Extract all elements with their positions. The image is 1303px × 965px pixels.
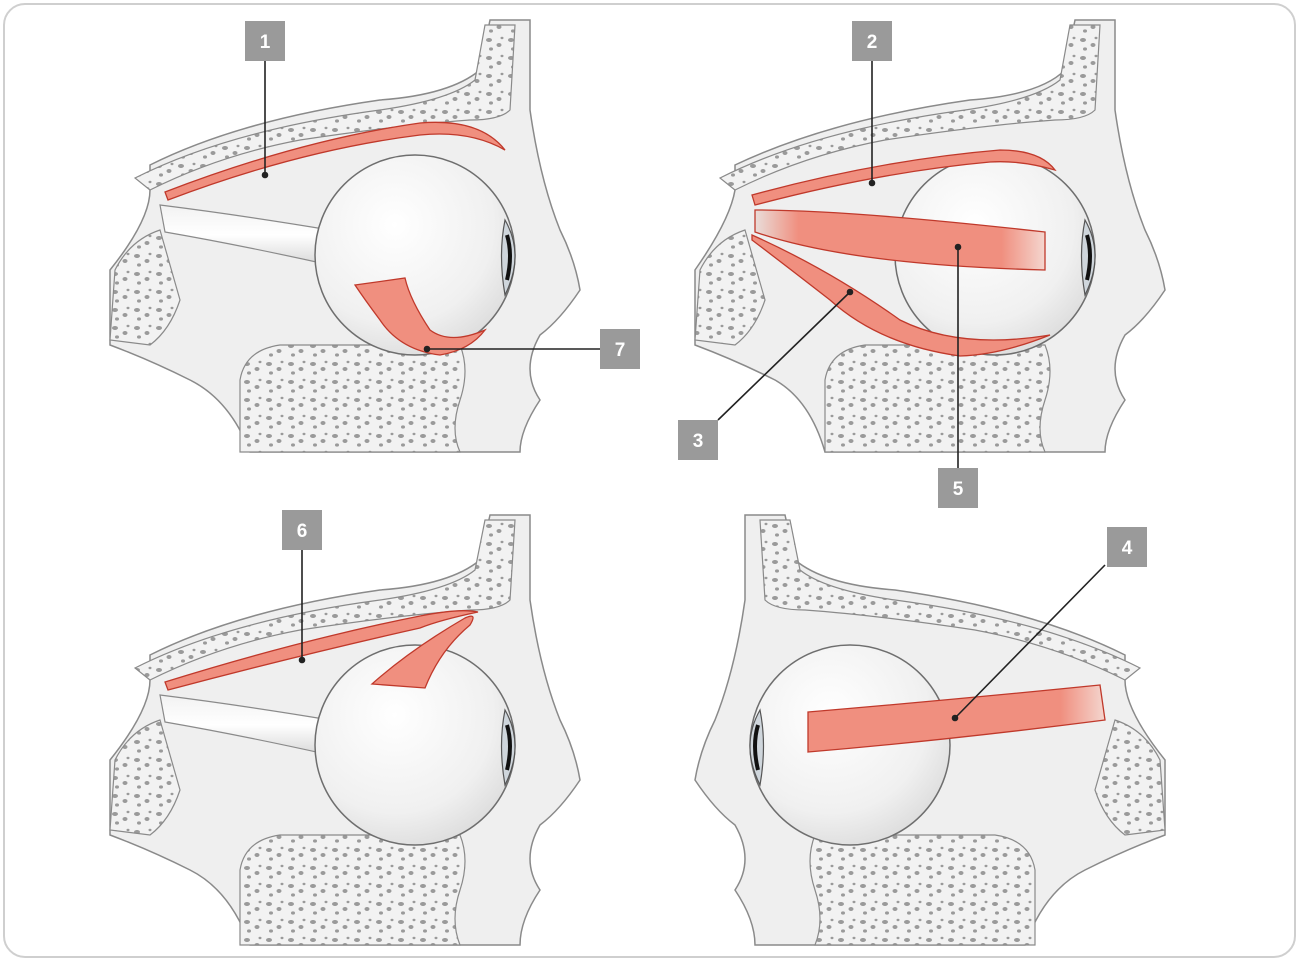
callout-6: 6 <box>282 510 322 550</box>
callout-2-label: 2 <box>867 32 878 53</box>
maxilla-bone <box>810 835 1035 945</box>
panel-top-left <box>110 20 580 452</box>
callout-5: 5 <box>938 468 978 508</box>
callout-7-label: 7 <box>615 340 626 361</box>
panel-bottom-right <box>695 515 1165 945</box>
callout-1-label: 1 <box>260 32 271 53</box>
callout-4: 4 <box>1107 527 1147 567</box>
callout-7: 7 <box>600 329 640 369</box>
panel-top-right <box>695 20 1165 452</box>
callout-3-label: 3 <box>693 431 704 452</box>
callout-4-label: 4 <box>1122 538 1133 559</box>
maxilla-bone <box>240 835 465 945</box>
callout-3: 3 <box>678 420 718 460</box>
panel-bottom-left <box>110 515 580 945</box>
callout-6-label: 6 <box>297 521 308 542</box>
callout-5-label: 5 <box>953 479 964 500</box>
maxilla-bone <box>825 345 1050 452</box>
callout-1: 1 <box>245 21 285 61</box>
maxilla-bone <box>240 345 465 452</box>
callout-2: 2 <box>852 21 892 61</box>
